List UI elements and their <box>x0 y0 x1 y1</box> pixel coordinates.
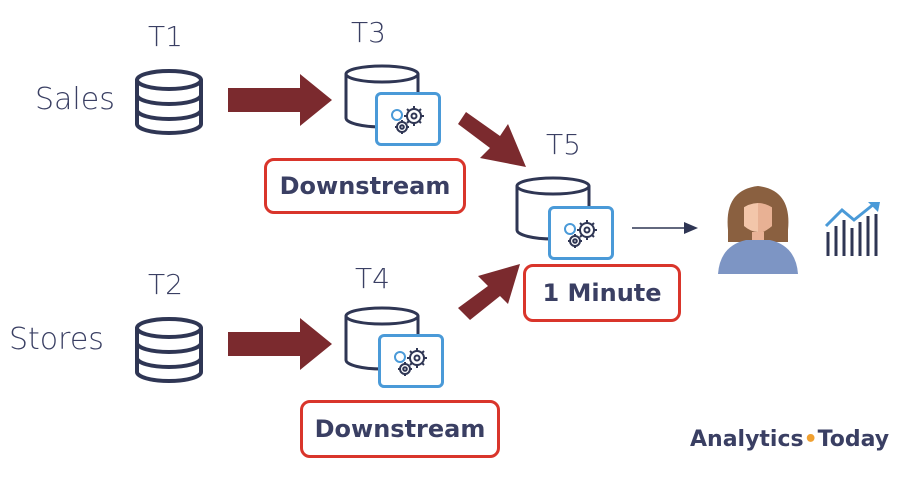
schedule-box-t4: Downstream <box>300 400 500 458</box>
brand-logo-part1: Analytics <box>690 427 804 452</box>
brand-logo-dot: • <box>803 427 818 452</box>
source-label-stores: Stores <box>9 322 104 357</box>
gear-box-t4 <box>378 334 444 388</box>
arrow-t3-to-t5 <box>458 112 526 167</box>
user-avatar-icon <box>718 186 798 274</box>
source-label-sales: Sales <box>35 82 115 117</box>
table-label-t5: T5 <box>546 128 581 161</box>
table-label-t2: T2 <box>148 268 183 301</box>
analytics-chart-icon <box>824 202 880 256</box>
arrow-t5-to-user <box>632 222 698 234</box>
brand-logo-part2: Today <box>817 427 890 452</box>
arrow-t1-to-t3 <box>228 74 332 126</box>
brand-logo: Analytics•Today <box>690 427 889 452</box>
schedule-box-t5: 1 Minute <box>523 264 681 322</box>
database-icon-t2 <box>135 317 203 383</box>
gear-box-t5 <box>548 206 614 260</box>
arrow-t4-to-t5 <box>458 264 520 320</box>
gear-box-t3 <box>375 92 441 146</box>
database-icon-t1 <box>135 69 203 135</box>
arrow-t2-to-t4 <box>228 318 332 370</box>
schedule-box-t3: Downstream <box>264 158 466 214</box>
table-label-t4: T4 <box>355 262 390 295</box>
table-label-t1: T1 <box>148 20 183 53</box>
gears-icon <box>391 106 424 134</box>
gears-icon <box>394 348 427 376</box>
table-label-t3: T3 <box>351 16 386 49</box>
gears-icon <box>564 220 597 248</box>
